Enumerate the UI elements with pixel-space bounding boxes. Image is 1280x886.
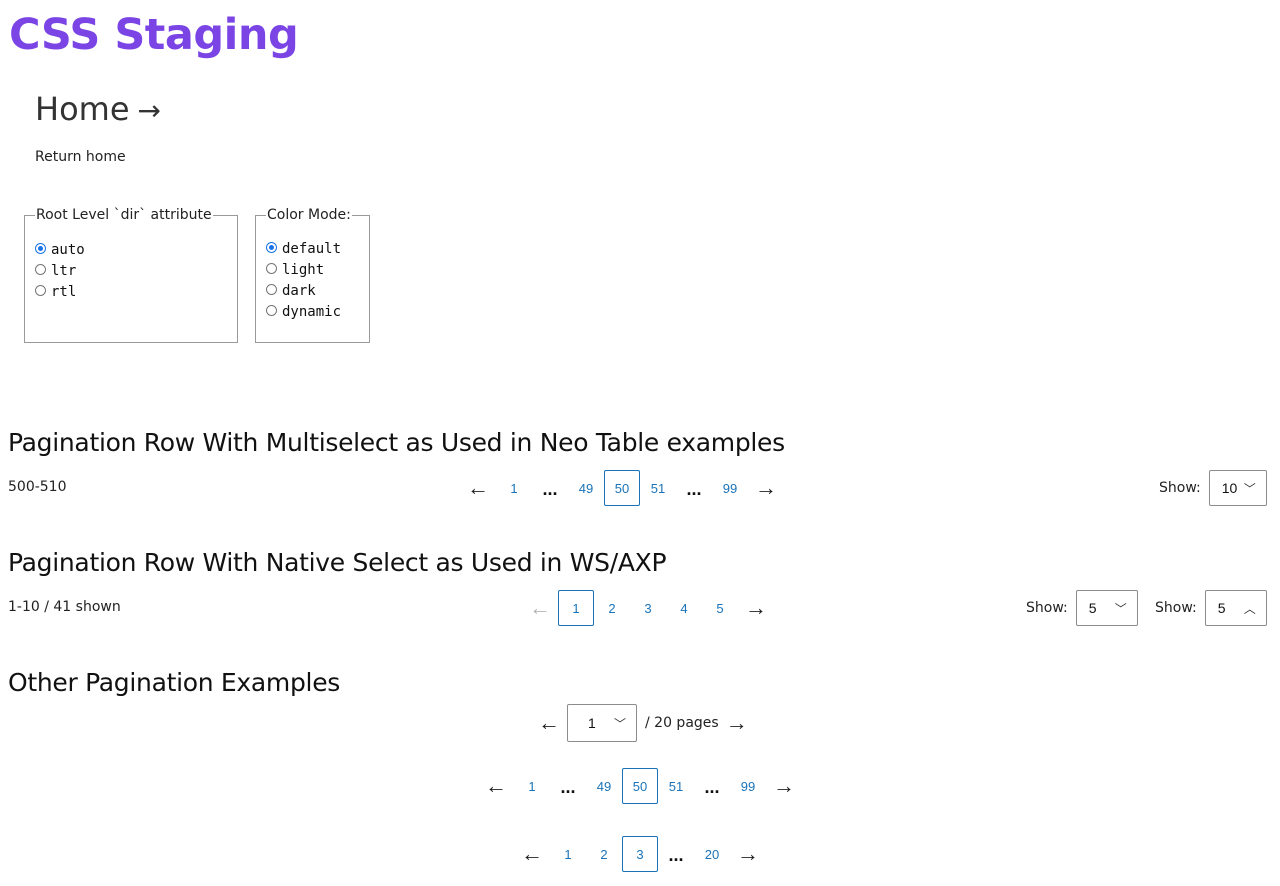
page-link[interactable]: 5: [716, 600, 724, 616]
section-heading-other: Other Pagination Examples: [8, 668, 341, 697]
page-link-current[interactable]: 1: [558, 590, 594, 626]
show-native-select[interactable]: 5 ﹀: [1075, 590, 1138, 626]
pagination-short: ← 1 2 3 ... 20 →: [514, 836, 766, 872]
page-link[interactable]: 49: [578, 480, 594, 496]
page-ellipsis: ...: [668, 845, 684, 865]
next-arrow-icon[interactable]: →: [773, 773, 795, 798]
section-heading-native-select: Pagination Row With Native Select as Use…: [8, 548, 667, 577]
page-link[interactable]: 1: [510, 480, 518, 496]
page-link[interactable]: 1: [564, 846, 572, 862]
show-value: 10: [1221, 480, 1238, 496]
dir-option-ltr[interactable]: ltr: [35, 260, 227, 281]
show-native-select-open[interactable]: 5 ︿: [1204, 590, 1267, 626]
page-ellipsis: ...: [704, 777, 720, 797]
page-select-value: 1: [588, 715, 596, 731]
prev-arrow-icon[interactable]: ←: [538, 710, 560, 735]
page-link-current[interactable]: 50: [604, 470, 640, 506]
dir-option-label: ltr: [51, 262, 77, 279]
range-text: 500-510: [8, 479, 67, 495]
prev-arrow-icon[interactable]: ←: [521, 841, 543, 866]
color-mode-legend: Color Mode:: [267, 207, 351, 223]
color-option-label: default: [282, 240, 342, 257]
pagination-page-select: ← 1 ﹀ / 20 pages →: [531, 704, 755, 742]
show-label: Show:: [1026, 600, 1068, 616]
radio-checked-icon[interactable]: [266, 242, 277, 253]
show-value: 5: [1217, 600, 1226, 616]
page-link[interactable]: 2: [608, 600, 616, 616]
page-link-current[interactable]: 3: [622, 836, 658, 872]
prev-arrow-icon[interactable]: ←: [529, 595, 551, 620]
dir-options: auto ltr rtl: [35, 239, 227, 302]
page-link-current[interactable]: 50: [622, 768, 658, 804]
show-per-page-native-2: Show: 5 ︿: [1155, 590, 1267, 626]
dir-option-label: rtl: [51, 283, 77, 300]
chevron-up-icon: ︿: [1243, 601, 1256, 616]
color-option-light[interactable]: light: [266, 259, 359, 280]
radio-unchecked-icon[interactable]: [35, 285, 46, 296]
section-heading-multiselect: Pagination Row With Multiselect as Used …: [8, 428, 785, 457]
page-link[interactable]: 20: [704, 846, 720, 862]
page-number-select[interactable]: 1 ﹀: [567, 704, 637, 742]
home-link[interactable]: Home→: [35, 90, 161, 128]
page-link[interactable]: 51: [650, 480, 666, 496]
home-description: Return home: [35, 149, 126, 165]
page-link[interactable]: 49: [596, 778, 612, 794]
page-link[interactable]: 51: [668, 778, 684, 794]
show-per-page-native-1: Show: 5 ﹀: [1026, 590, 1138, 626]
dir-option-rtl[interactable]: rtl: [35, 281, 227, 302]
color-option-dynamic[interactable]: dynamic: [266, 301, 359, 322]
color-option-dark[interactable]: dark: [266, 280, 359, 301]
pagination-native-select: ← 1 2 3 4 5 →: [522, 590, 774, 626]
page-link[interactable]: 3: [644, 600, 652, 616]
prev-arrow-icon[interactable]: ←: [467, 475, 489, 500]
chevron-down-icon: ﹀: [1243, 481, 1256, 496]
show-per-page-multiselect: Show: 10 ﹀: [1159, 470, 1267, 506]
pagination-multiselect: ← 1 ... 49 50 51 ... 99 →: [460, 470, 784, 506]
show-value: 5: [1088, 600, 1097, 616]
radio-unchecked-icon[interactable]: [35, 264, 46, 275]
color-option-label: dynamic: [282, 303, 342, 320]
show-label: Show:: [1155, 600, 1197, 616]
page-link[interactable]: 99: [740, 778, 756, 794]
total-pages-text: / 20 pages: [645, 715, 719, 731]
chevron-down-icon: ﹀: [613, 716, 626, 731]
color-mode-fieldset: Color Mode: default light dark dynamic: [255, 207, 370, 343]
dir-fieldset: Root Level `dir` attribute auto ltr rtl: [24, 207, 238, 343]
radio-unchecked-icon[interactable]: [266, 263, 277, 274]
site-title: CSS Staging: [9, 10, 299, 60]
color-option-label: dark: [282, 282, 316, 299]
prev-arrow-icon[interactable]: ←: [485, 773, 507, 798]
next-arrow-icon[interactable]: →: [755, 475, 777, 500]
pagination-full: ← 1 ... 49 50 51 ... 99 →: [478, 768, 802, 804]
dir-option-auto[interactable]: auto: [35, 239, 227, 260]
page-link[interactable]: 2: [600, 846, 608, 862]
radio-unchecked-icon[interactable]: [266, 305, 277, 316]
radio-checked-icon[interactable]: [35, 243, 46, 254]
shown-count-text: 1-10 / 41 shown: [8, 599, 121, 615]
page-link[interactable]: 4: [680, 600, 688, 616]
dir-option-label: auto: [51, 241, 85, 258]
page-ellipsis: ...: [542, 479, 558, 499]
next-arrow-icon[interactable]: →: [737, 841, 759, 866]
radio-unchecked-icon[interactable]: [266, 284, 277, 295]
chevron-down-icon: ﹀: [1114, 601, 1127, 616]
show-multiselect[interactable]: 10 ﹀: [1208, 470, 1267, 506]
color-option-default[interactable]: default: [266, 238, 359, 259]
next-arrow-icon[interactable]: →: [725, 710, 748, 735]
dir-fieldset-legend: Root Level `dir` attribute: [36, 207, 212, 223]
color-mode-options: default light dark dynamic: [266, 238, 359, 322]
page-link[interactable]: 99: [722, 480, 738, 496]
color-option-label: light: [282, 261, 325, 278]
page-ellipsis: ...: [686, 479, 702, 499]
home-link-label: Home: [35, 90, 130, 128]
next-arrow-icon[interactable]: →: [745, 595, 767, 620]
show-label: Show:: [1159, 480, 1201, 496]
page-link[interactable]: 1: [528, 778, 536, 794]
arrow-right-icon: →: [137, 94, 161, 127]
page-ellipsis: ...: [560, 777, 576, 797]
